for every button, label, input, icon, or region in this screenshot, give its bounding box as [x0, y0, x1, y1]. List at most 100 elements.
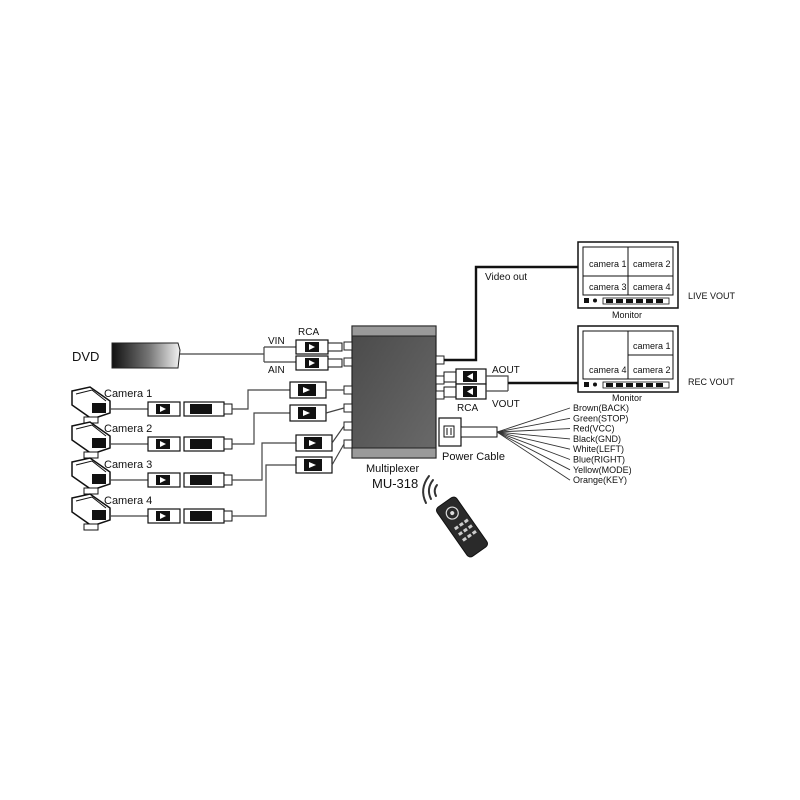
camera-4-body [71, 493, 111, 531]
camera-2-rca-plug [147, 436, 181, 452]
power-wire-line [496, 431, 571, 471]
camera-4: Camera 4 [71, 443, 345, 531]
power-wire-line [496, 431, 571, 450]
camera-3-adapter [295, 434, 333, 452]
rec-tile-2: camera 2 [633, 365, 671, 375]
camera-2-body [71, 421, 111, 459]
camera-1-rca-plug [147, 401, 181, 417]
camera-4-bnc-plug [183, 508, 233, 524]
multiplexer-body [351, 325, 437, 459]
power-wire-label: Blue(RIGHT) [573, 455, 625, 465]
power-wire-label: Brown(BACK) [573, 403, 629, 413]
aout-wire [486, 375, 509, 391]
mux-port-cam3 [343, 421, 353, 431]
camera-4-cable [232, 464, 296, 517]
dvd-label: DVD [72, 349, 99, 364]
rec-tile-4: camera 4 [589, 365, 627, 375]
camera-1: Camera 1 [71, 381, 344, 424]
power-wire-label: Green(STOP) [573, 413, 628, 423]
mux-port-vout [435, 390, 445, 400]
camera-4-label: Camera 4 [104, 495, 152, 507]
multiplexer-model: MU-318 [372, 476, 418, 491]
camera-4-mux-link [331, 443, 345, 466]
camera-3-cable [232, 442, 296, 481]
power-wire-line [496, 407, 571, 433]
live-tile-2: camera 2 [633, 259, 671, 269]
aout-label: AOUT [492, 365, 520, 376]
dvd-player: DVD [72, 342, 181, 369]
multiplexer-bottom-trim [351, 447, 437, 459]
vin-plug [295, 339, 343, 355]
rec-monitor-buttons [584, 381, 670, 389]
power-wire-line [496, 431, 571, 481]
power-wire-label: Yellow(MODE) [573, 465, 632, 475]
dvd-player-body [111, 342, 181, 369]
live-tile-3: camera 3 [589, 282, 627, 292]
camera-2-mux-link [325, 407, 345, 414]
live-monitor-buttons [584, 297, 670, 305]
vout-plug [443, 383, 487, 400]
camera-2-adapter [289, 404, 327, 422]
camera-1-body [71, 386, 111, 424]
camera-4-adapter [295, 456, 333, 474]
remote-control-icon [422, 475, 488, 558]
mux-port-vin [343, 341, 353, 351]
power-wire-line [496, 428, 571, 433]
live-tile-4: camera 4 [633, 282, 671, 292]
power-wire-label: Black(GND) [573, 434, 621, 444]
camera-2-cable [232, 412, 290, 445]
camera-3-body [71, 457, 111, 495]
camera-2-label: Camera 2 [104, 423, 152, 435]
power-cable-label: Power Cable [442, 451, 505, 463]
power-wire-line [496, 431, 571, 440]
camera-2: Camera 2 [71, 404, 345, 459]
camera-3: Camera 3 [71, 425, 345, 495]
mux-port-ain [343, 357, 353, 367]
mux-port-cam1 [343, 385, 353, 395]
camera-3-rca-plug [147, 472, 181, 488]
power-wires: Brown(BACK)Green(STOP)Red(VCC)Black(GND)… [496, 403, 632, 485]
camera-1-adapter [289, 381, 327, 399]
video-out-label: Video out [485, 272, 527, 283]
ain-plug [295, 355, 343, 371]
cameras: Camera 1 Camera 2 Camera 3 Camera 4 [71, 381, 345, 531]
live-tile-1: camera 1 [589, 259, 627, 269]
vout-label: VOUT [492, 399, 520, 410]
power-cable: Power Cable Brown(BACK)Green(STOP)Red(VC… [438, 403, 632, 485]
rca-input-label: RCA [298, 327, 319, 338]
power-wire-label: White(LEFT) [573, 444, 624, 454]
mux-port-cam2 [343, 403, 353, 413]
signal-waves-icon [422, 475, 438, 504]
ain-label: AIN [268, 365, 285, 376]
power-wire-line [496, 431, 571, 460]
rec-tile-1: camera 1 [633, 341, 671, 351]
multiplexer-top-trim [351, 325, 437, 337]
monitor-rec: camera 1 camera 4 camera 2 Monitor REC V… [577, 325, 735, 403]
camera-1-bnc-plug [183, 401, 233, 417]
live-monitor-caption: Monitor [612, 310, 642, 320]
rec-monitor-caption: Monitor [612, 393, 642, 403]
camera-1-cable [232, 389, 290, 410]
power-wire-label: Red(VCC) [573, 424, 615, 434]
multiplexer-name: Multiplexer [366, 463, 420, 475]
mux-port-video-out [435, 355, 445, 365]
power-wire-line [496, 417, 571, 433]
video-out-cable [444, 265, 578, 362]
rca-output-plugs: AOUT VOUT RCA [443, 365, 520, 414]
rec-vout-label: REC VOUT [688, 377, 735, 387]
live-vout-label: LIVE VOUT [688, 291, 736, 301]
power-wire-label: Orange(KEY) [573, 475, 627, 485]
multiplexer: Multiplexer MU-318 [343, 325, 445, 491]
rca-output-label: RCA [457, 403, 478, 414]
camera-1-label: Camera 1 [104, 388, 152, 400]
camera-4-rca-plug [147, 508, 181, 524]
camera-3-bnc-plug [183, 472, 233, 488]
camera-2-bnc-plug [183, 436, 233, 452]
vin-label: VIN [268, 336, 285, 347]
mux-port-cam4 [343, 439, 353, 449]
camera-3-label: Camera 3 [104, 459, 152, 471]
mux-port-aout [435, 375, 445, 385]
aout-plug [443, 368, 487, 385]
camera-3-mux-link [331, 425, 345, 444]
